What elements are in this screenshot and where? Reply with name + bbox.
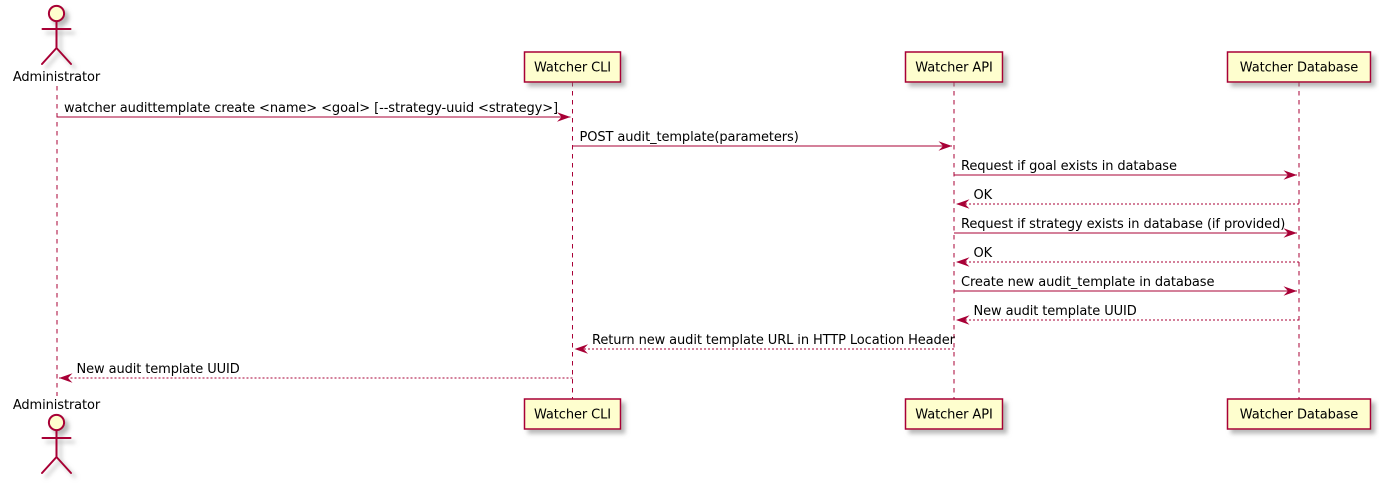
participant-label-watcher-database-top: Watcher Database	[1240, 61, 1358, 76]
message-9: Return new audit template URL in HTTP Lo…	[574, 333, 956, 354]
arrowhead-right-icon	[557, 112, 571, 122]
message-8-label: New audit template UUID	[974, 304, 1137, 319]
message-10-label: New audit template UUID	[77, 362, 240, 377]
message-6: OK	[956, 246, 1299, 267]
participant-watcher-database-top: Watcher Database	[1226, 51, 1372, 83]
message-2-label: POST audit_template(parameters)	[580, 130, 799, 145]
message-6-label: OK	[974, 246, 993, 261]
participant-watcher-database-bottom: Watcher Database	[1226, 398, 1372, 430]
arrowhead-left-icon	[956, 315, 970, 325]
arrowhead-right-icon	[938, 141, 952, 151]
message-1: watcher audittemplate create <name> <goa…	[57, 101, 571, 122]
message-5: Request if strategy exists in database (…	[954, 217, 1297, 238]
message-2: POST audit_template(parameters)	[572, 130, 952, 151]
arrowhead-right-icon	[1283, 170, 1297, 180]
message-3-label: Request if goal exists in database	[961, 159, 1177, 174]
participant-label-watcher-cli-top: Watcher CLI	[534, 61, 611, 76]
message-8: New audit template UUID	[956, 304, 1299, 325]
participant-watcher-api-top: Watcher API	[904, 51, 1004, 83]
actor-figure-icon	[41, 4, 72, 65]
message-3: Request if goal exists in database	[954, 159, 1297, 180]
message-7: Create new audit_template in database	[954, 275, 1297, 296]
message-10: New audit template UUID	[59, 362, 573, 383]
actor-administrator-top: Administrator	[13, 4, 101, 85]
participant-watcher-api-bottom: Watcher API	[904, 398, 1004, 430]
arrowhead-left-icon	[59, 373, 73, 383]
message-7-label: Create new audit_template in database	[961, 275, 1214, 290]
arrowhead-left-icon	[574, 344, 588, 354]
participant-label-watcher-api-top: Watcher API	[915, 61, 992, 76]
arrowhead-left-icon	[956, 257, 970, 267]
participant-label-watcher-database-bottom: Watcher Database	[1240, 408, 1358, 423]
actor-label-administrator-bottom: Administrator	[13, 398, 101, 413]
participant-label-watcher-cli-bottom: Watcher CLI	[534, 408, 611, 423]
message-4-label: OK	[974, 188, 993, 203]
actor-label-administrator-top: Administrator	[13, 70, 101, 85]
actor-administrator-bottom: Administrator	[13, 398, 101, 474]
message-1-label: watcher audittemplate create <name> <goa…	[64, 101, 558, 116]
arrowhead-right-icon	[1283, 286, 1297, 296]
participant-watcher-cli-bottom: Watcher CLI	[523, 398, 622, 430]
message-9-label: Return new audit template URL in HTTP Lo…	[592, 333, 956, 348]
participant-label-watcher-api-bottom: Watcher API	[915, 408, 992, 423]
actor-figure-icon	[41, 413, 72, 474]
message-5-label: Request if strategy exists in database (…	[961, 217, 1285, 232]
message-4: OK	[956, 188, 1299, 209]
arrowhead-right-icon	[1283, 228, 1297, 238]
participant-watcher-cli-top: Watcher CLI	[523, 51, 622, 83]
arrowhead-left-icon	[956, 199, 970, 209]
